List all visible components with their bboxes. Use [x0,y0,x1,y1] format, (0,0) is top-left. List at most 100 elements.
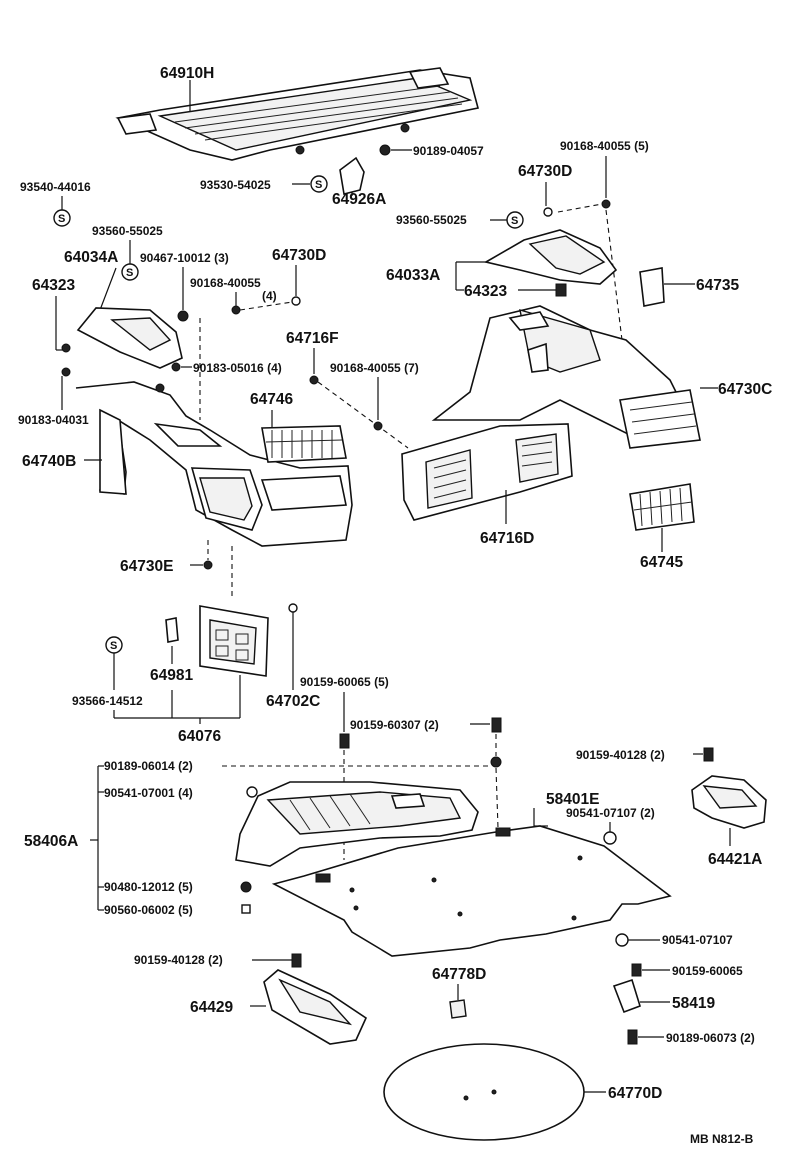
clip-64716F [309,375,319,385]
s-mark: S [126,267,133,279]
clip-64702C [288,603,298,613]
floor-bracket-58406A [235,781,479,867]
label-64740B: 64740B [22,453,76,470]
label-64730D-left: 64730D [272,247,326,264]
label-58401E: 58401E [546,791,599,808]
label-90189-06073: 90189-06073 (2) [666,1031,755,1045]
label-90183-04031: 90183-04031 [18,413,89,427]
bolt-90159-60065 [631,963,642,977]
label-64429: 64429 [190,999,233,1016]
clip-64730D-right [543,207,553,217]
label-64910H: 64910H [160,65,214,82]
bolt-90159-40128-left [291,953,302,968]
label-64981: 64981 [150,667,193,684]
label-64778D: 64778D [432,966,486,983]
package-tray-64910H [115,67,479,161]
panel-64716D [401,423,573,521]
panel-64702C [199,605,269,677]
s-mark: S [315,179,322,191]
label-64730D-right: 64730D [518,163,572,180]
grommet-90541-07107 [615,933,629,947]
label-64746: 64746 [250,391,293,408]
label-64033A: 64033A [386,267,440,284]
label-90480-12012: 90480-12012 (5) [104,880,193,894]
spacer-90560-06002 [241,904,251,914]
label-64076: 64076 [178,728,221,745]
grommet-90541-07107-2 [603,831,617,845]
label-64730E: 64730E [120,558,173,575]
s-mark: S [110,640,117,652]
clip-90183-05016 [171,362,181,372]
label-90168-40055-4: 90168-40055 [190,276,261,290]
label-93560-55025-left: 93560-55025 [92,224,163,238]
label-90159-40128-left: 90159-40128 (2) [134,953,223,967]
label-90541-07001: 90541-07001 (4) [104,786,193,800]
label-90541-07107: 90541-07107 [662,933,733,947]
label-90168-40055-7: 90168-40055 (7) [330,361,419,375]
label-90168-40055-5: 90168-40055 (5) [560,139,649,153]
label-64323-left: 64323 [32,277,75,294]
clip-64730E [203,560,213,570]
grommet-90541-07001 [246,786,258,798]
bolt-90159-40128-right [703,747,714,762]
label-58419: 58419 [672,995,715,1012]
label-90159-60307: 90159-60307 (2) [350,718,439,732]
nut-90189-04057 [379,144,391,156]
clip-64730D-left [291,296,301,306]
floor-mat-58401E [271,825,672,957]
label-90159-40128-right: 90159-40128 (2) [576,748,665,762]
s-symbol-93560-right [506,211,524,229]
label-90189-04057: 90189-04057 [413,144,484,158]
diagram-code: MB N812-B [690,1132,754,1146]
label-64745: 64745 [640,554,683,571]
clip-90467 [177,310,189,322]
bolt-90159-60065-5 [339,733,350,749]
label-93540-44016: 93540-44016 [20,180,91,194]
tab-64778D [449,999,467,1019]
label-64421A: 64421A [708,851,762,868]
storage-box-64429 [263,969,368,1045]
label-90189-06014: 90189-06014 (2) [104,759,193,773]
label-64702C: 64702C [266,693,320,710]
s-mark: S [58,213,65,225]
clip-64323-right [555,283,567,297]
clip-90183-04031 [61,367,71,377]
storage-box-64421A [691,775,767,829]
bracket-64034A [76,307,183,369]
bracket-58419 [612,978,641,1014]
label-64926A: 64926A [332,191,386,208]
label-90467-10012: 90467-10012 (3) [140,251,229,265]
bolt-90189-06073 [627,1029,638,1045]
screw-90168-left [231,305,241,315]
label-93530-54025: 93530-54025 [200,178,271,192]
screw-90168-40055-5 [601,199,611,209]
clip-90480-12012 [240,881,252,893]
label-58406A: 58406A [24,833,78,850]
label-64323-right: 64323 [464,283,507,300]
label-64716F: 64716F [286,330,339,347]
label-64730C: 64730C [718,381,772,398]
strap-64981 [165,617,179,643]
side-trim-64740B [75,381,353,547]
bolt-90159-60307 [491,717,502,733]
s-symbol-93530 [310,175,328,193]
cover-64735 [639,267,665,307]
s-mark: S [511,215,518,227]
grille-64745 [629,483,695,531]
label-90541-07107-2: 90541-07107 (2) [566,806,655,820]
label-90560-06002: 90560-06002 (5) [104,903,193,917]
side-trim-right [431,305,701,449]
s-symbol-93560-left [121,263,139,281]
label-93560-55025-right: 93560-55025 [396,213,467,227]
label-90183-05016: 90183-05016 (4) [193,361,282,375]
label-64716D: 64716D [480,530,534,547]
label-90159-60065-5: 90159-60065 (5) [300,675,389,689]
label-90168-40055-4q: (4) [262,289,277,303]
label-64770D: 64770D [608,1085,662,1102]
label-93566-14512: 93566-14512 [72,694,143,708]
bracket-64926A [339,156,365,195]
screw-90168-40055-7 [373,421,383,431]
label-64735: 64735 [696,277,739,294]
